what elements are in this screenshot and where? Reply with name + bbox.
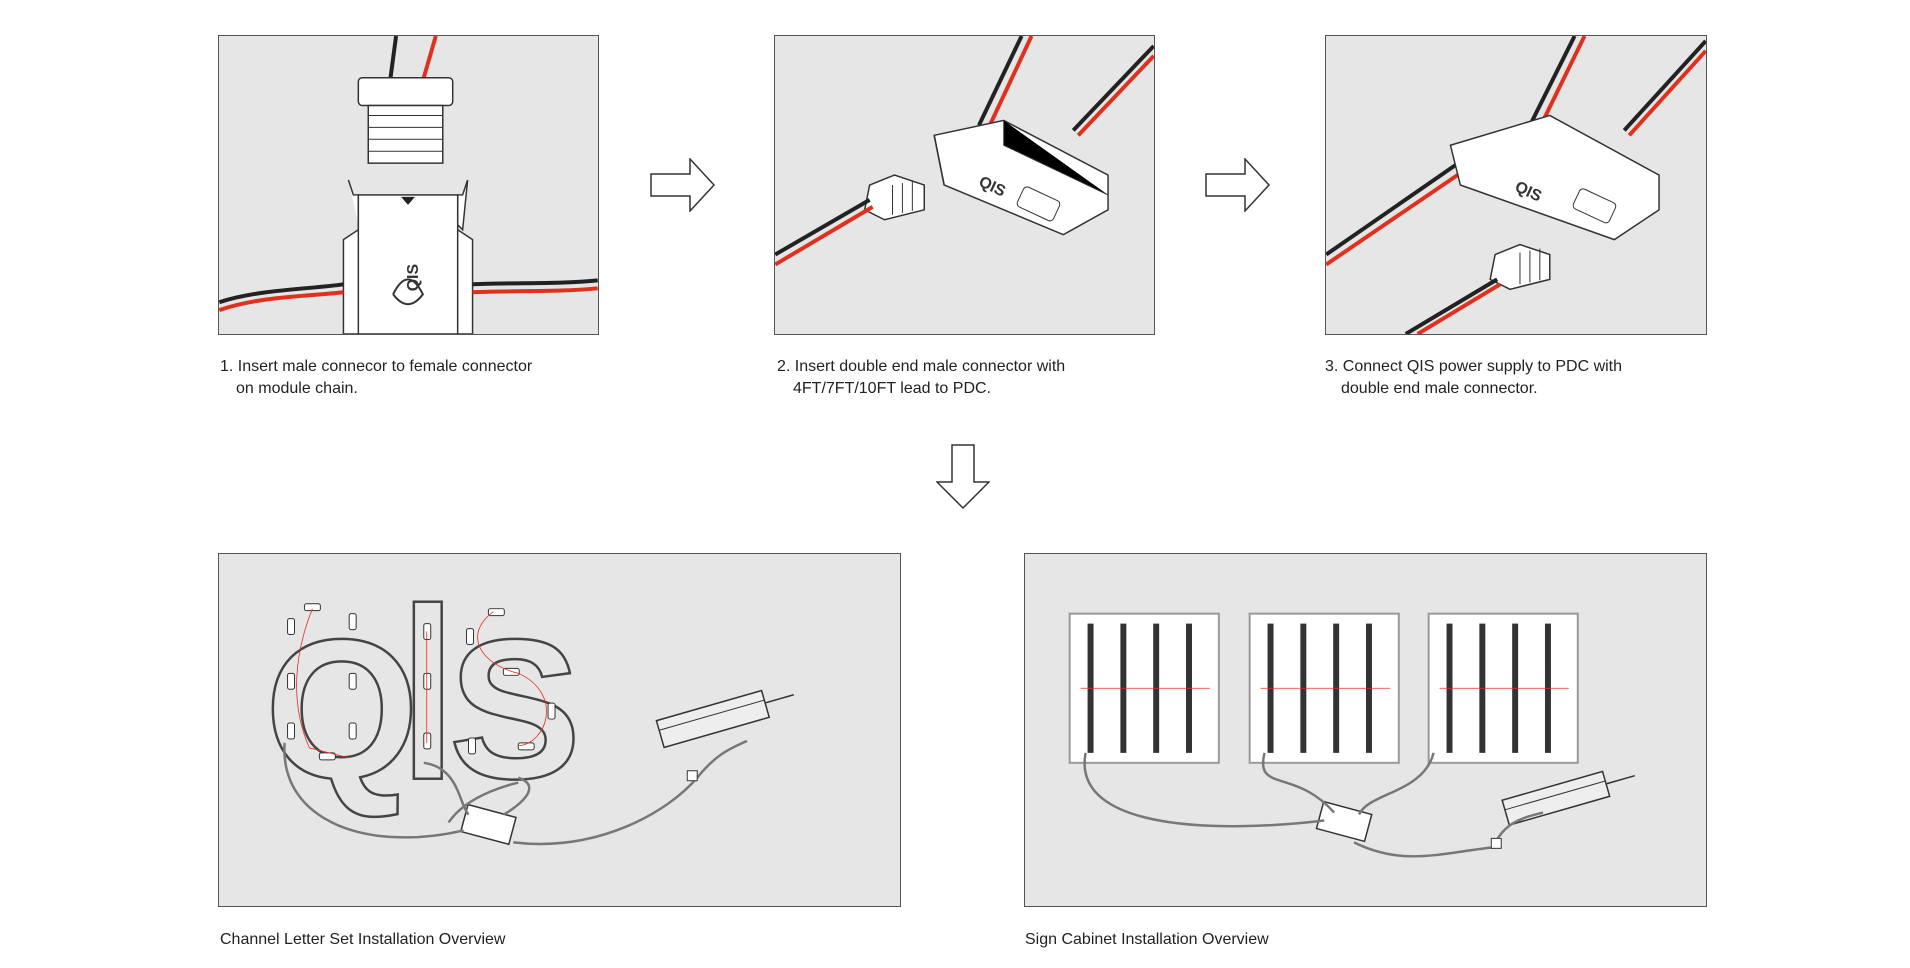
- step2-panel: QIS: [774, 35, 1155, 335]
- step3-caption-line2: double end male connector.: [1341, 380, 1538, 397]
- step2-caption-line1: 2. Insert double end male connector with: [777, 358, 1066, 375]
- step2-caption-line2: 4FT/7FT/10FT lead to PDC.: [793, 380, 991, 397]
- channel-letter-panel: Q S: [218, 553, 901, 907]
- step1-caption-line2: on module chain.: [236, 380, 358, 397]
- sign-cabinet-caption: Sign Cabinet Installation Overview: [1025, 931, 1269, 948]
- step1-illustration: QIS: [219, 36, 598, 334]
- step3-illustration: QIS: [1326, 36, 1706, 334]
- channel-letter-illustration: Q S: [263, 597, 794, 846]
- step1-panel: QIS: [218, 35, 599, 335]
- right-arrow-icon: [1205, 158, 1271, 212]
- step1-caption: 1. Insert male connecor to female connec…: [220, 356, 532, 400]
- sign-cabinet-illustration: [1068, 612, 1635, 858]
- sign-cabinet-panel: [1024, 553, 1707, 907]
- step3-caption: 3. Connect QIS power supply to PDC with …: [1325, 356, 1622, 400]
- step3-caption-line1: 3. Connect QIS power supply to PDC with: [1325, 358, 1623, 375]
- down-arrow-icon: [936, 444, 990, 510]
- step2-illustration: QIS: [775, 36, 1154, 267]
- channel-letter-caption: Channel Letter Set Installation Overview: [220, 931, 506, 948]
- step2-caption: 2. Insert double end male connector with…: [777, 356, 1065, 400]
- right-arrow-icon: [650, 158, 716, 212]
- step1-caption-line1: 1. Insert male connecor to female connec…: [220, 358, 533, 375]
- step3-panel: QIS: [1325, 35, 1707, 335]
